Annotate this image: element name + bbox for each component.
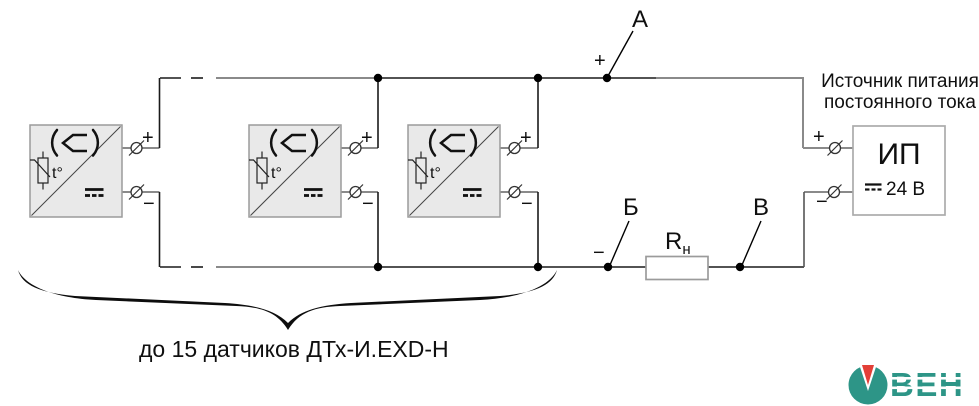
- callout-lines: [607, 30, 762, 266]
- load-resistor-box: [645, 255, 709, 281]
- psu-caption-line2: постоянного тока: [824, 92, 976, 113]
- sensor3-minus-terminal-icon: [506, 183, 523, 201]
- point-b-label: Б: [623, 194, 639, 221]
- sensor2-plus-label: +: [361, 127, 373, 149]
- sensor1-minus-terminal-icon: [128, 183, 145, 201]
- logo-red-wedge-icon: [862, 365, 874, 385]
- psu-minus-label: −: [816, 191, 828, 213]
- psu-plus-label: +: [813, 126, 825, 148]
- psu-caption-line1: Источник питания: [821, 71, 979, 92]
- psu-voltage-label: 24 В: [886, 179, 926, 200]
- sensors-brace: [18, 270, 557, 330]
- owen-logo: ВЕН: [846, 363, 976, 406]
- sensor-block-1: [28, 123, 124, 219]
- sensor-block-3: [406, 123, 502, 219]
- bus-plus-label: +: [594, 50, 606, 72]
- psu-minus-terminal-icon: [825, 183, 843, 201]
- point-v-label: В: [753, 194, 770, 221]
- psu-dc-symbol-icon: [865, 183, 882, 191]
- load-resistor-subscript: н: [682, 241, 691, 258]
- logo-letters: ВЕН: [890, 366, 964, 403]
- load-resistor-label: Rн: [665, 228, 691, 258]
- psu-box: [852, 125, 946, 216]
- gray-wires: [122, 77, 853, 268]
- logo-stripe: [888, 386, 974, 390]
- sensor2-minus-terminal-icon: [347, 183, 364, 201]
- logo-stripe: [888, 377, 974, 380]
- sensor3-minus-label: −: [521, 193, 533, 215]
- psu-name-label: ИП: [877, 138, 921, 171]
- sensor1-plus-label: +: [142, 127, 154, 149]
- sensor1-minus-label: −: [143, 193, 155, 215]
- bus-minus-label: −: [593, 242, 605, 264]
- sensors-count-note: до 15 датчиков ДТх-И.EXD-Н: [139, 336, 449, 362]
- sensor3-plus-label: +: [520, 127, 532, 149]
- psu-plus-terminal-icon: [826, 139, 844, 157]
- load-resistor-symbol: R: [665, 228, 683, 255]
- sensor-block-2: [247, 123, 343, 219]
- point-a-label: А: [632, 6, 649, 33]
- sensor2-minus-label: −: [362, 193, 374, 215]
